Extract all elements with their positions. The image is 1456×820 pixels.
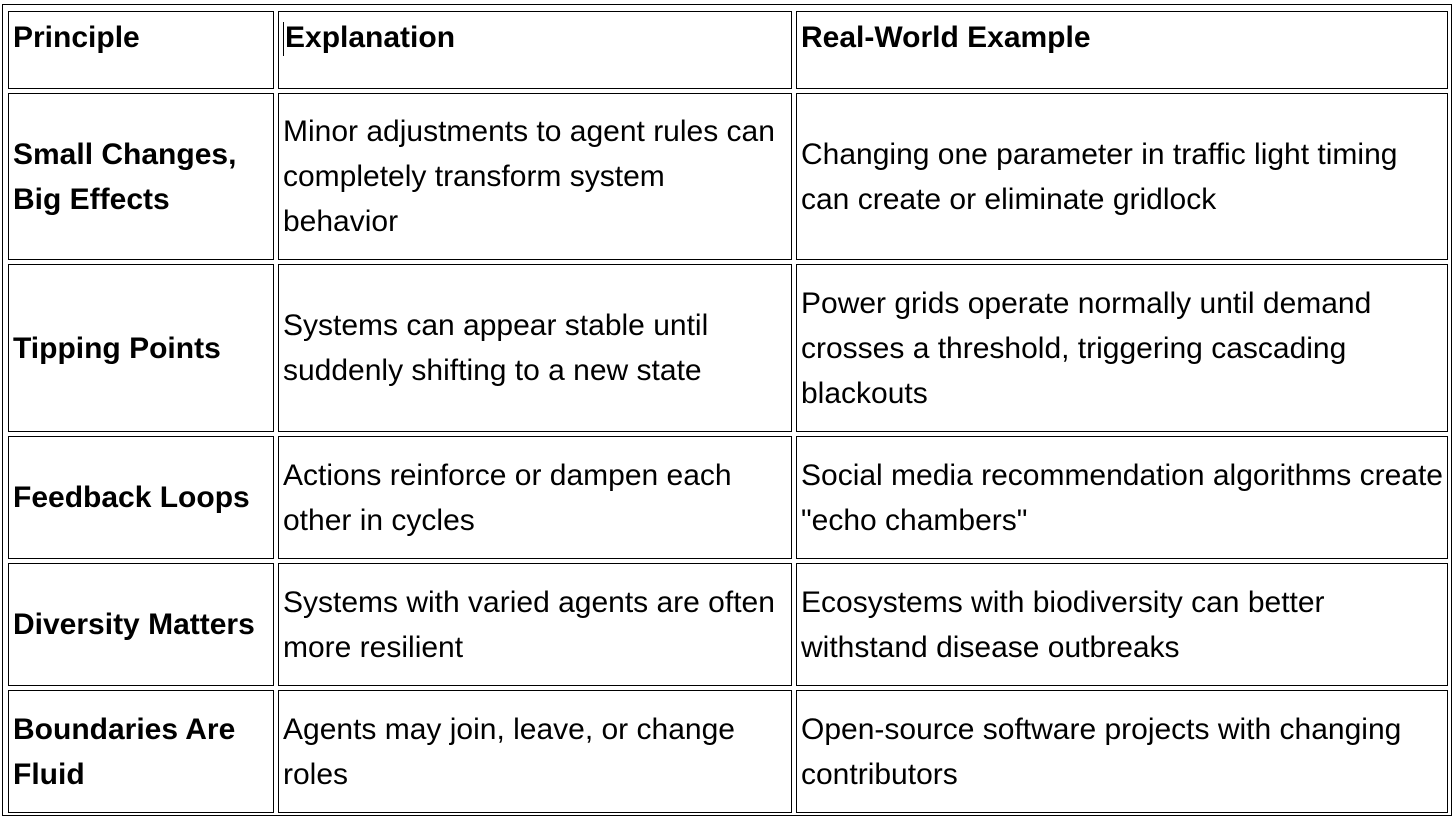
explanation-cell[interactable]: Systems with varied agents are often mor… bbox=[278, 563, 792, 686]
header-example[interactable]: Real-World Example bbox=[796, 11, 1448, 89]
table-row: Diversity Matters Systems with varied ag… bbox=[8, 563, 1448, 686]
table-row: Feedback Loops Actions reinforce or damp… bbox=[8, 436, 1448, 559]
example-cell[interactable]: Changing one parameter in traffic light … bbox=[796, 93, 1448, 260]
example-cell[interactable]: Social media recommendation algorithms c… bbox=[796, 436, 1448, 559]
table-row: Small Changes, Big Effects Minor adjustm… bbox=[8, 93, 1448, 260]
example-cell[interactable]: Ecosystems with biodiversity can better … bbox=[796, 563, 1448, 686]
example-cell[interactable]: Open-source software projects with chang… bbox=[796, 690, 1448, 813]
text-cursor bbox=[283, 22, 284, 57]
table-header-row: Principle Explanation Real-World Example bbox=[8, 11, 1448, 89]
header-explanation[interactable]: Explanation bbox=[278, 11, 792, 89]
explanation-cell[interactable]: Systems can appear stable until suddenly… bbox=[278, 264, 792, 432]
principle-cell[interactable]: Boundaries Are Fluid bbox=[8, 690, 274, 813]
principles-table: Principle Explanation Real-World Example… bbox=[4, 7, 1452, 817]
table-row: Boundaries Are Fluid Agents may join, le… bbox=[8, 690, 1448, 813]
principle-cell[interactable]: Feedback Loops bbox=[8, 436, 274, 559]
principle-cell[interactable]: Diversity Matters bbox=[8, 563, 274, 686]
principle-cell[interactable]: Small Changes, Big Effects bbox=[8, 93, 274, 260]
explanation-cell[interactable]: Actions reinforce or dampen each other i… bbox=[278, 436, 792, 559]
example-cell[interactable]: Power grids operate normally until deman… bbox=[796, 264, 1448, 432]
document-frame bbox=[2, 4, 1452, 816]
explanation-cell[interactable]: Agents may join, leave, or change roles bbox=[278, 690, 792, 813]
table-row: Tipping Points Systems can appear stable… bbox=[8, 264, 1448, 432]
principle-cell[interactable]: Tipping Points bbox=[8, 264, 274, 432]
explanation-cell[interactable]: Minor adjustments to agent rules can com… bbox=[278, 93, 792, 260]
header-principle[interactable]: Principle bbox=[8, 11, 274, 89]
header-explanation-label: Explanation bbox=[285, 21, 456, 54]
